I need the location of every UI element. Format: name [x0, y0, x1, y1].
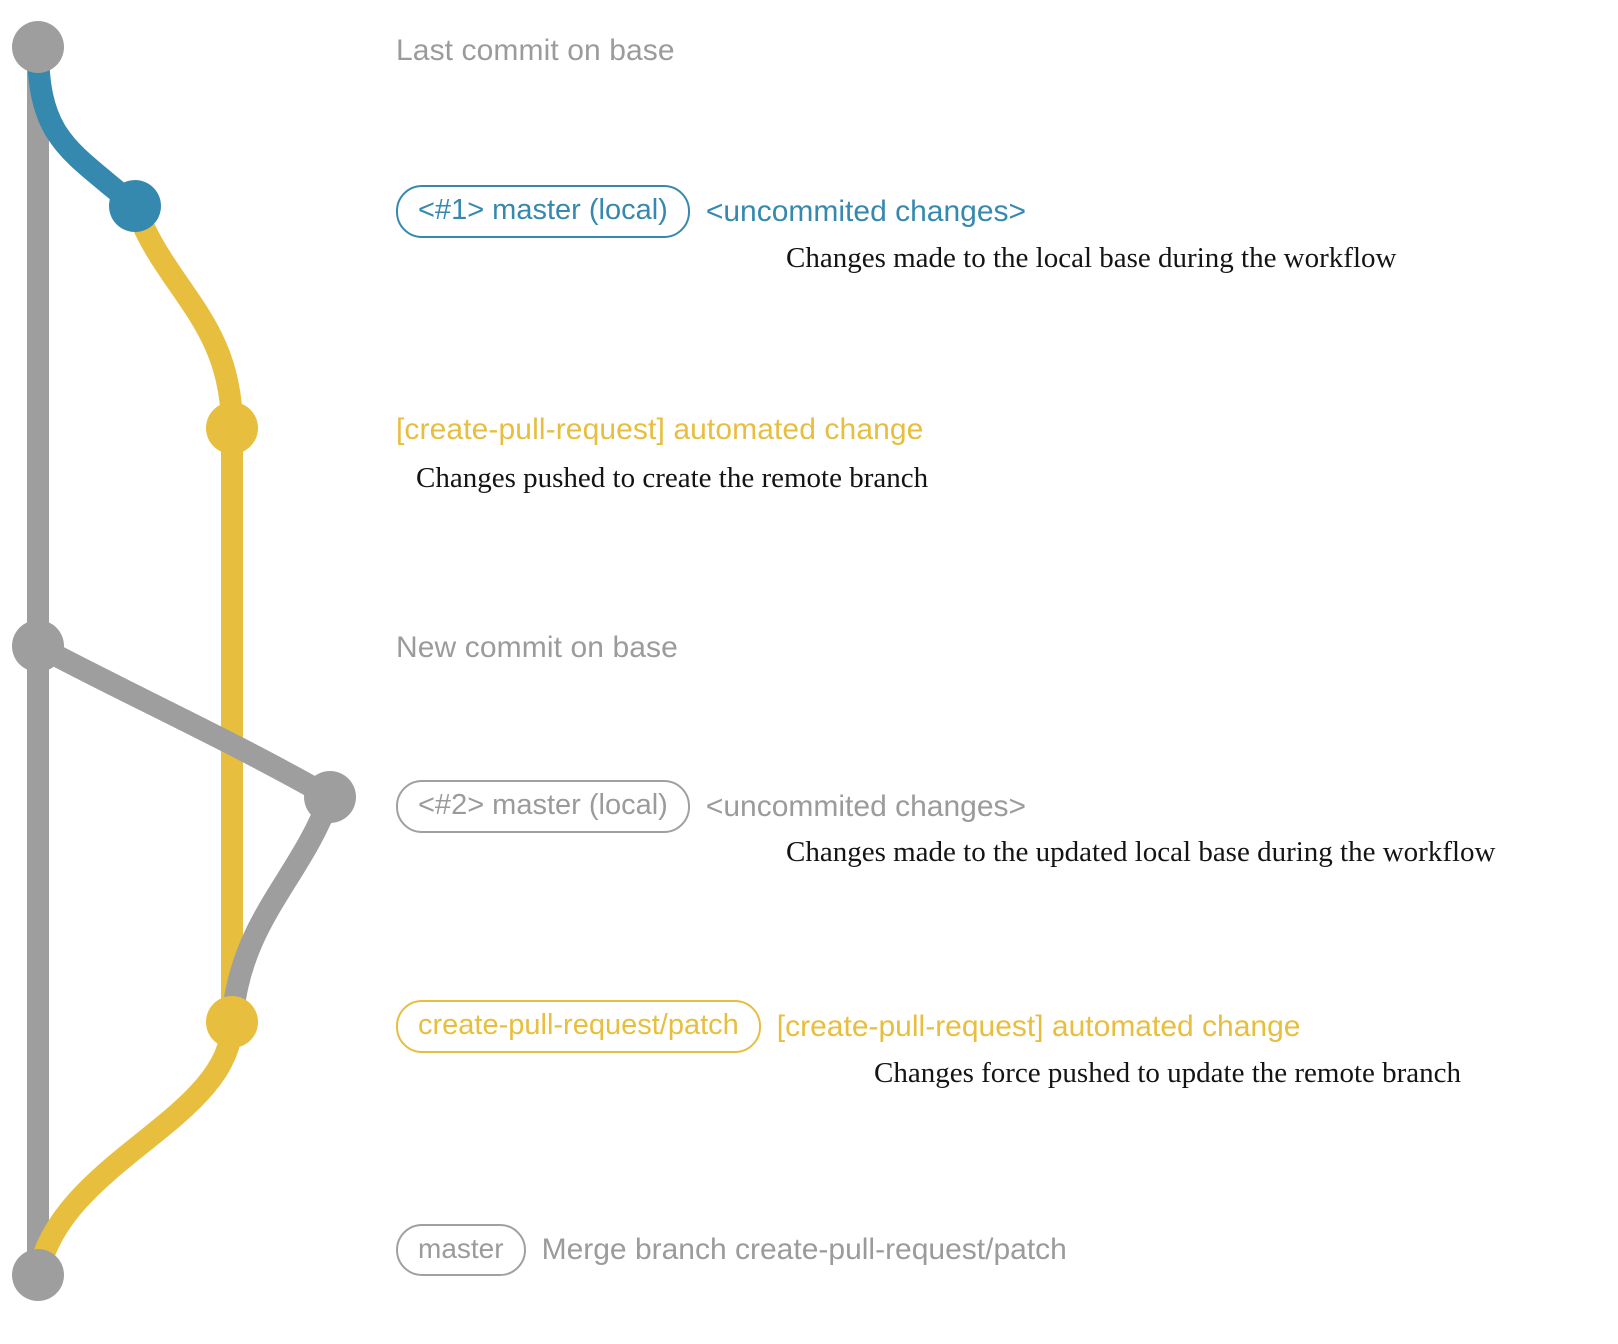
git-graph: [12, 21, 356, 1301]
description-automated-change-1: Changes pushed to create the remote bran…: [416, 462, 929, 494]
row-last-commit-on-base: Last commit on base: [396, 34, 675, 68]
branch-badge-master[interactable]: master: [396, 1224, 526, 1276]
edge-base-to-local1: [27, 36, 146, 217]
row-master-local-1: <#1> master (local) <uncommited changes>: [396, 185, 1026, 238]
commit-node-last-commit-on-base[interactable]: [12, 21, 64, 73]
commit-message-last-commit-on-base: Last commit on base: [396, 34, 675, 67]
row-master-local-2: <#2> master (local) <uncommited changes>: [396, 780, 1026, 833]
commit-node-new-commit-on-base[interactable]: [12, 620, 64, 672]
description-master-local-2: Changes made to the updated local base d…: [786, 836, 1496, 868]
row-new-commit-on-base: New commit on base: [396, 631, 678, 665]
commit-node-automated-change-2[interactable]: [206, 996, 258, 1048]
row-merge-commit: master Merge branch create-pull-request/…: [396, 1224, 1067, 1276]
edge-patch2-to-master: [27, 1011, 243, 1286]
branch-badge-master-local-1[interactable]: <#1> master (local): [396, 185, 690, 238]
row-automated-change-2: create-pull-request/patch [create-pull-r…: [396, 1000, 1300, 1053]
edge-local2-to-patch2: [221, 786, 341, 1033]
commit-node-automated-change-1[interactable]: [206, 402, 258, 454]
edge-base2-to-local2: [27, 635, 341, 808]
commit-message-automated-change-1: [create-pull-request] automated change: [396, 413, 924, 446]
description-automated-change-2: Changes force pushed to update the remot…: [874, 1057, 1462, 1089]
commit-message-new-commit-on-base: New commit on base: [396, 631, 678, 664]
commit-message-merge-commit: Merge branch create-pull-request/patch: [541, 1233, 1067, 1266]
row-automated-change-1: [create-pull-request] automated change: [396, 413, 923, 447]
commit-node-master-local-1[interactable]: [109, 180, 161, 232]
commit-node-merge-commit[interactable]: [12, 1249, 64, 1301]
commit-node-master-local-2[interactable]: [304, 771, 356, 823]
commit-message-master-local-1: <uncommited changes>: [705, 194, 1027, 228]
branch-badge-master-local-2[interactable]: <#2> master (local): [396, 780, 690, 833]
commit-message-master-local-2: <uncommited changes>: [705, 789, 1027, 823]
edge-local1-to-patch1: [124, 195, 243, 439]
commit-message-automated-change-2: [create-pull-request] automated change: [776, 1009, 1301, 1043]
description-master-local-1: Changes made to the local base during th…: [786, 242, 1397, 274]
branch-badge-create-pull-request-patch[interactable]: create-pull-request/patch: [396, 1000, 761, 1053]
